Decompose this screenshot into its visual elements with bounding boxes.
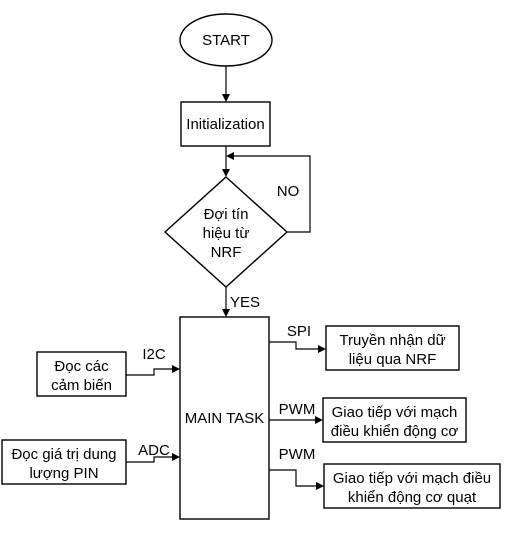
arrow-no-loop: NO [226, 152, 311, 233]
arrow-adc: ADC [126, 442, 180, 463]
fan-label-line2: khiển động cơ quạt [348, 489, 477, 506]
arrow-init-to-wait [222, 146, 230, 177]
sensors-node: Đọc các cảm biến [36, 351, 127, 397]
i2c-label: I2C [142, 346, 166, 363]
no-label: NO [277, 183, 300, 200]
arrow-spi: SPI [269, 323, 326, 353]
pwm-fan-label: PWM [279, 446, 316, 463]
battery-node: Đọc giá trị dung lượng PIN [1, 439, 127, 485]
init-node: Initialization [180, 101, 271, 147]
adc-label: ADC [138, 442, 170, 459]
fan-node: Giao tiếp với mạch điều khiển động cơ qu… [323, 463, 501, 509]
init-label: Initialization [186, 116, 264, 133]
main-task-node: MAIN TASK [179, 316, 270, 520]
arrow-pwm-motor: PWM [269, 401, 323, 424]
arrow-pwm-fan: PWM [269, 446, 324, 490]
motor-label-line2: điều khiển động cơ [331, 423, 459, 440]
arrow-yes: YES [222, 287, 260, 317]
sensors-label-line1: Đọc các [54, 358, 109, 375]
sensors-label-line2: cảm biến [51, 377, 112, 394]
nrf-comm-label-line1: Truyền nhận dữ [339, 332, 445, 349]
arrow-start-to-init [222, 66, 230, 102]
battery-label-line1: Đọc giá trị dung [11, 446, 116, 463]
battery-label-line2: lượng PIN [29, 465, 98, 482]
motor-label-line1: Giao tiếp với mạch [332, 404, 458, 421]
main-task-label: MAIN TASK [185, 410, 264, 427]
arrow-i2c: I2C [126, 346, 180, 376]
nrf-comm-node: Truyền nhận dữ liệu qua NRF [325, 325, 460, 371]
wait-label-line3: NRF [211, 244, 242, 261]
start-label: START [202, 32, 250, 49]
wait-decision: Đợi tín hiệu từ NRF [163, 176, 289, 288]
yes-label: YES [230, 294, 260, 311]
nrf-comm-label-line2: liệu qua NRF [349, 351, 437, 368]
pwm-motor-label: PWM [279, 401, 316, 418]
spi-label: SPI [287, 323, 311, 340]
motor-node: Giao tiếp với mạch điều khiển động cơ [322, 397, 467, 443]
fan-label-line1: Giao tiếp với mạch điều [333, 470, 491, 487]
wait-label-line2: hiệu từ [203, 225, 250, 242]
wait-label-line1: Đợi tín [204, 206, 249, 223]
start-node: START [179, 13, 273, 67]
